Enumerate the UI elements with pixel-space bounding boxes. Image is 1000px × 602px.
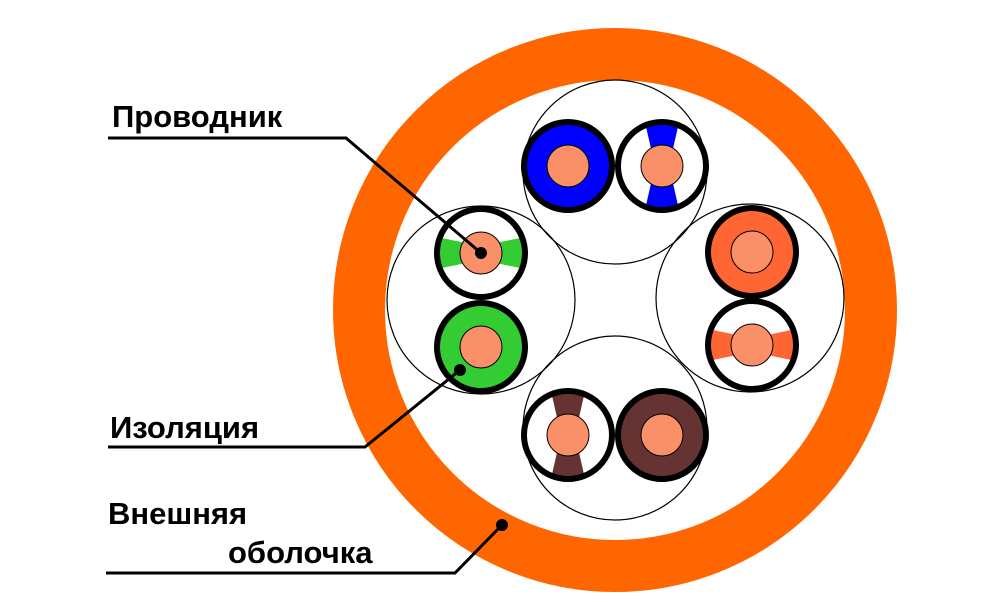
wire-blue [521,119,615,213]
wire-orange [705,205,799,299]
conductor [546,144,590,188]
leader-insulation [108,364,466,449]
conductor [546,413,590,457]
conductor [459,325,503,369]
leader-conductor [108,136,487,259]
leader-jacket [106,519,508,575]
wire-white-brown [521,388,615,482]
label-jacket-line2: оболочка [228,535,373,570]
conductor [730,230,774,274]
conductor [640,413,684,457]
label-insulation: Изоляция [110,410,259,445]
label-jacket-line1: Внешняя [108,496,247,531]
conductor [730,323,774,367]
pair-boundary-orange [655,203,845,393]
conductor [640,144,684,188]
label-conductor: Проводник [112,99,283,134]
outer-jacket [333,28,897,592]
wire-white-blue [615,119,709,213]
wire-white-orange [705,298,799,392]
wire-brown [615,388,709,482]
pair-boundaries [386,79,845,521]
